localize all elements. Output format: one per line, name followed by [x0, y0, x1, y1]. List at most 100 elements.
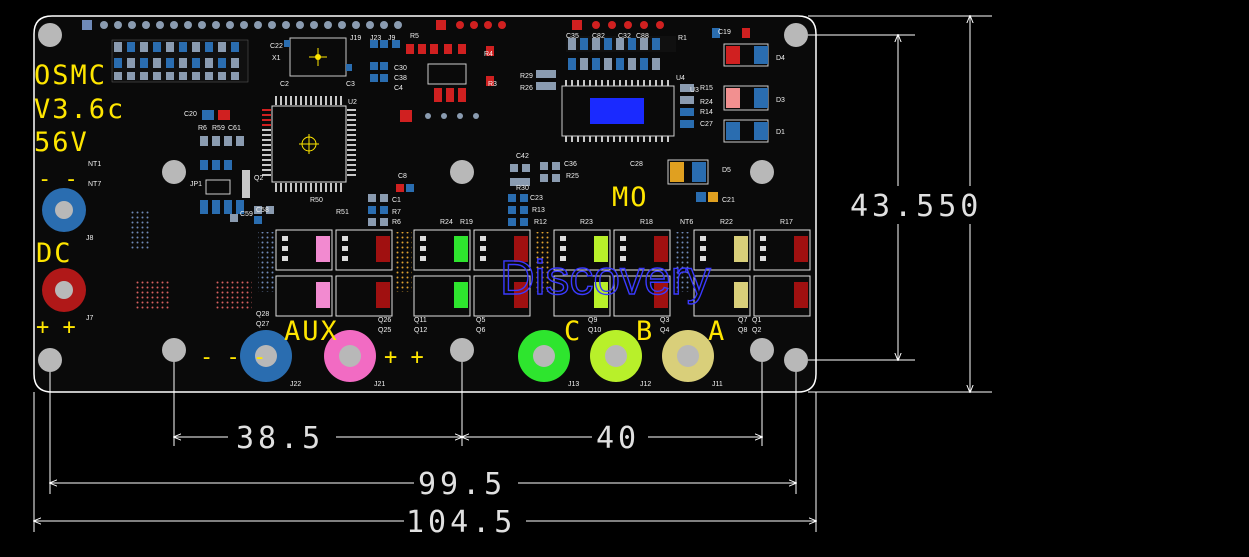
refdes-label: R13	[532, 207, 545, 214]
connector-ref-label: J8	[86, 235, 94, 242]
connector-ref-label: J11	[712, 381, 723, 388]
silk-minus-mid: - - -	[200, 345, 266, 370]
silk-title-line1: OSMC	[34, 60, 107, 91]
refdes-label: R23	[580, 219, 593, 226]
silk-plus-left: + +	[36, 315, 76, 340]
refdes-label: C21	[722, 197, 735, 204]
refdes-label: Q10	[588, 327, 601, 334]
refdes-label: R29	[520, 73, 533, 80]
refdes-label: C3	[346, 81, 355, 88]
smd-parts-left	[200, 110, 274, 224]
connector-j21	[324, 330, 376, 382]
dim-text-40: 40	[596, 421, 640, 456]
refdes-label: Q27	[256, 321, 269, 328]
refdes-label: Q5	[476, 317, 485, 324]
board: Discovery OSMC V3.6c 56V - - DC + + - - …	[33, 15, 817, 393]
refdes-label: R6	[392, 219, 401, 226]
refdes-label: C38	[394, 75, 407, 82]
refdes-label: Q12	[414, 327, 427, 334]
refdes-label: R59	[212, 125, 225, 132]
refdes-label: Q28	[256, 311, 269, 318]
refdes-label: D1	[776, 129, 785, 136]
refdes-label: U3	[690, 87, 699, 94]
refdes-label: J19	[350, 35, 361, 42]
refdes-label: Q7	[738, 317, 747, 324]
diodes	[667, 28, 769, 202]
connector-j22	[240, 330, 292, 382]
mosfet-pads	[282, 236, 808, 308]
refdes-label: Q26	[378, 317, 391, 324]
refdes-label: Q2	[254, 175, 263, 182]
refdes-label: Q11	[414, 317, 427, 324]
refdes-label: Q9	[588, 317, 597, 324]
refdes-label: C20	[184, 111, 197, 118]
mounting-hole	[38, 23, 62, 47]
refdes-label: NT6	[680, 219, 693, 226]
refdes-label: C59	[240, 211, 253, 218]
connector-ref-label: J7	[86, 315, 94, 322]
connector-j8	[42, 188, 86, 232]
refdes-label: D3	[776, 97, 785, 104]
refdes-label: U4	[676, 75, 685, 82]
mounting-hole	[162, 160, 186, 184]
mounting-hole	[784, 23, 808, 47]
mounting-hole	[162, 338, 186, 362]
refdes-label: Q4	[660, 327, 669, 334]
refdes-label: NT1	[88, 161, 101, 168]
refdes-label: R6	[198, 125, 207, 132]
resistor-array	[111, 39, 249, 83]
refdes-label: C35	[566, 33, 579, 40]
refdes-label: C88	[636, 33, 649, 40]
connector-j11	[662, 330, 714, 382]
connector-ref-label: J21	[374, 381, 385, 388]
refdes-label: C58	[256, 207, 269, 214]
silk-title-line3: 56V	[34, 127, 89, 158]
gate-driver-ic	[561, 36, 694, 142]
refdes-label: Q2	[752, 327, 761, 334]
connector-j12	[590, 330, 642, 382]
refdes-label: C8	[398, 173, 407, 180]
silk-plus-mid: + +	[384, 345, 424, 370]
refdes-label: C4	[394, 85, 403, 92]
watermark: Discovery	[500, 252, 711, 305]
refdes-label: X1	[272, 55, 281, 62]
refdes-label: D4	[776, 55, 785, 62]
connector-ref-label: J22	[290, 381, 301, 388]
refdes-label: Q8	[738, 327, 747, 334]
refdes-label: R1	[678, 35, 687, 42]
refdes-label: U2	[348, 99, 357, 106]
dim-text-99-5: 99.5	[418, 467, 506, 502]
refdes-label: C22	[270, 43, 283, 50]
connector-ref-label: J13	[568, 381, 579, 388]
refdes-label: R50	[310, 197, 323, 204]
silk-dc-label: DC	[36, 238, 73, 269]
refdes-label: J9	[388, 35, 396, 42]
silk-phase-b: B	[636, 316, 654, 347]
refdes-label: C82	[592, 33, 605, 40]
refdes-label: C36	[564, 161, 577, 168]
refdes-label: R3	[488, 81, 497, 88]
refdes-label: C30	[394, 65, 407, 72]
connector-j7	[42, 268, 86, 312]
dim-text-38-5: 38.5	[236, 421, 324, 456]
refdes-label: R15	[700, 85, 713, 92]
refdes-label: C2	[280, 81, 289, 88]
silk-mo-label: MO	[612, 182, 649, 213]
refdes-label: R19	[460, 219, 473, 226]
mounting-holes	[38, 23, 808, 372]
via-fields	[130, 210, 690, 310]
header-row	[82, 20, 664, 30]
silk-phase-a: A	[708, 316, 726, 347]
mounting-hole	[784, 348, 808, 372]
refdes-label: C32	[618, 33, 631, 40]
refdes-label: C28	[630, 161, 643, 168]
connector-j13	[518, 330, 570, 382]
silk-minus-top: - -	[38, 167, 78, 192]
crystal	[284, 37, 352, 77]
dim-text-104-5: 104.5	[406, 505, 516, 540]
refdes-label: R14	[700, 109, 713, 116]
refdes-label: R4	[484, 51, 493, 58]
refdes-label: R18	[640, 219, 653, 226]
